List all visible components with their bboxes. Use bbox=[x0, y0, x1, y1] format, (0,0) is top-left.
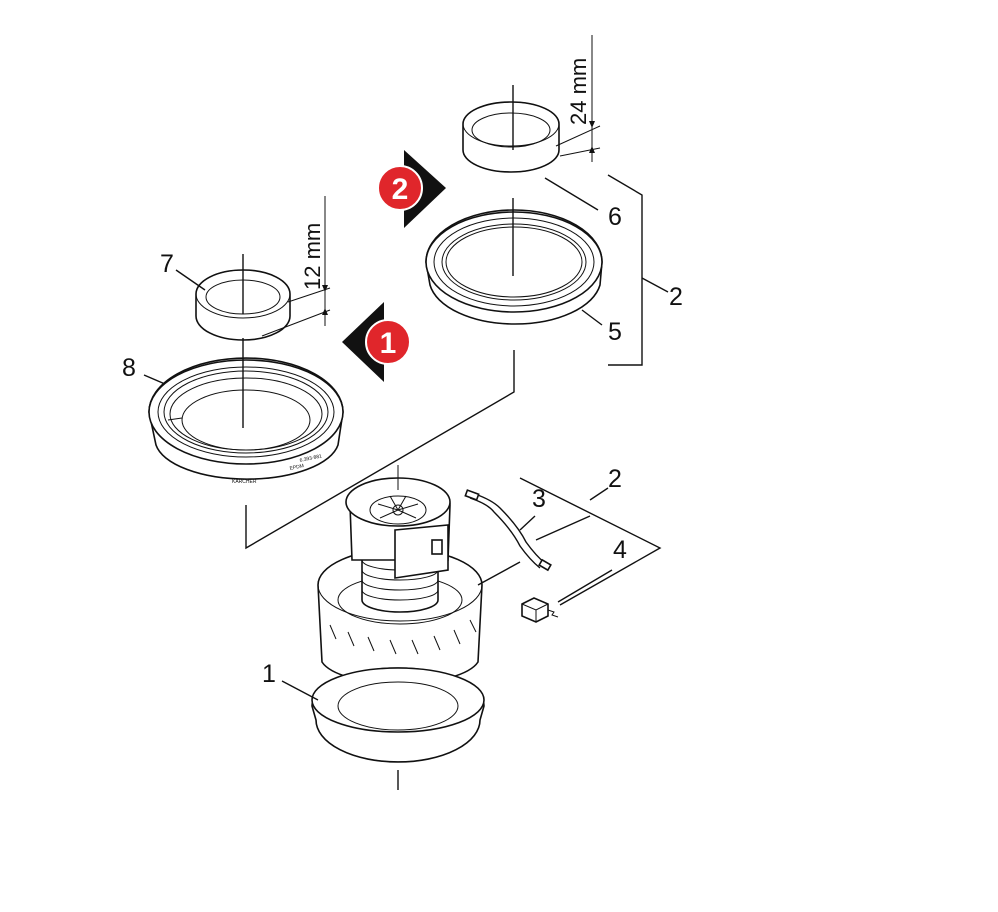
leader-1 bbox=[281, 680, 319, 701]
dimension-label-12mm: 12 mm bbox=[300, 223, 325, 290]
ring-part-5 bbox=[425, 209, 603, 325]
seal-part-8: 6.393-881 EPDM KÄRCHER bbox=[148, 357, 344, 485]
bracket-part-2-upper bbox=[607, 174, 643, 366]
dimension-12mm: 12 mm bbox=[261, 196, 331, 337]
leader-5 bbox=[581, 309, 603, 326]
seal-brand: KÄRCHER bbox=[232, 478, 257, 485]
seal-material: EPDM bbox=[289, 463, 304, 472]
leader-7 bbox=[175, 269, 206, 291]
step-badge-2-number: 2 bbox=[392, 173, 409, 206]
step-badge-1: 1 bbox=[342, 302, 411, 382]
leader-2-lower bbox=[589, 487, 609, 501]
leader-8 bbox=[143, 374, 166, 385]
motor-assembly bbox=[317, 465, 483, 685]
callout-5: 5 bbox=[608, 318, 622, 346]
callout-2-upper: 2 bbox=[669, 283, 683, 311]
callout-3: 3 bbox=[532, 485, 546, 513]
leader-motor bbox=[477, 561, 521, 586]
bracket-part-2-lower bbox=[519, 477, 662, 606]
leader-3 bbox=[519, 515, 536, 531]
step-badge-1-number: 1 bbox=[380, 327, 397, 360]
leader-6 bbox=[544, 177, 599, 211]
assembly-axis-line bbox=[245, 350, 515, 550]
seal-part-number: 6.393-881 bbox=[299, 453, 322, 464]
step-badge-2: 2 bbox=[377, 150, 446, 228]
ring-part-6 bbox=[462, 101, 560, 173]
callout-6: 6 bbox=[608, 203, 622, 231]
callout-4: 4 bbox=[613, 536, 627, 564]
leader-4 bbox=[557, 569, 613, 603]
leader-2-upper bbox=[641, 277, 669, 293]
base-ring-part-1 bbox=[311, 667, 485, 763]
bracket-part-2-lower-mid bbox=[535, 515, 591, 541]
dimension-label-24mm: 24 mm bbox=[566, 58, 591, 125]
cable-part-3 bbox=[464, 489, 552, 572]
carbon-brush-part-4 bbox=[521, 597, 559, 623]
callout-1: 1 bbox=[262, 660, 276, 688]
dimension-24mm: 24 mm bbox=[555, 35, 601, 162]
callout-8: 8 bbox=[122, 354, 136, 382]
callout-7: 7 bbox=[160, 250, 174, 278]
callout-2-lower: 2 bbox=[608, 465, 622, 493]
